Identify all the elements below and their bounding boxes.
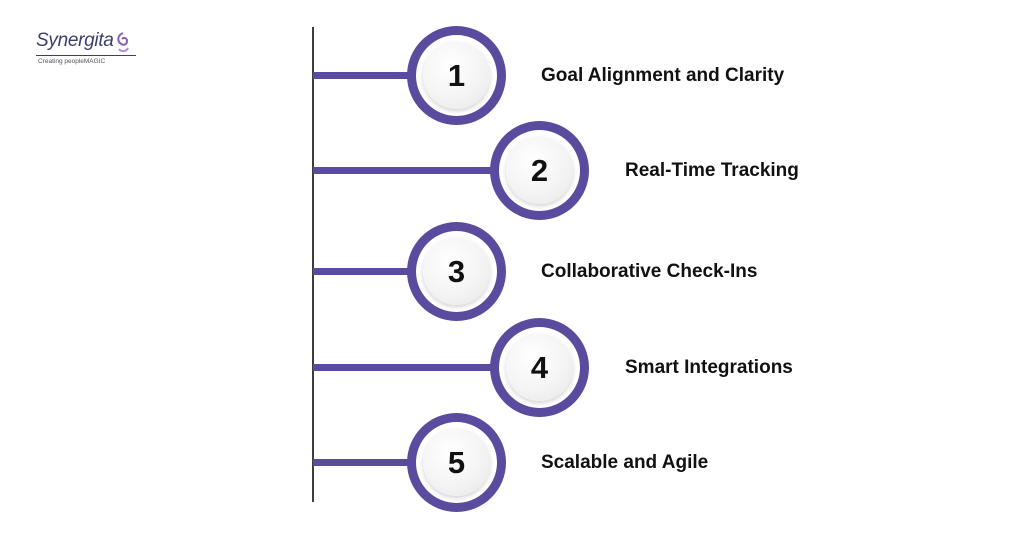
step-connector [313,72,423,79]
step-connector [313,459,423,466]
step-connector [313,364,503,371]
synergita-logo: Synergita Creating peopleMAGIC [36,30,146,74]
step-label: Goal Alignment and Clarity [541,65,785,86]
step-label: Scalable and Agile [541,452,709,473]
logo-wordmark: Synergita [36,30,114,51]
logo-divider [36,55,136,56]
step-node: 5 [407,413,506,512]
step-connector [313,167,503,174]
logo-tagline: Creating peopleMAGIC [38,58,106,65]
step-label: Smart Integrations [625,357,793,378]
step-number: 4 [530,349,549,385]
step-connector [313,268,423,275]
step-number: 3 [447,253,466,289]
timeline-spine [312,27,314,502]
step-node: 4 [490,318,589,417]
step-number: 2 [530,152,549,188]
step-number: 1 [447,57,466,93]
step-number: 5 [447,444,466,480]
step-node: 1 [407,26,506,125]
step-label: Real-Time Tracking [625,160,799,181]
step-node: 3 [407,222,506,321]
step-node: 2 [490,121,589,220]
logo-swirl-icon [117,32,129,53]
step-label: Collaborative Check-Ins [541,261,758,282]
